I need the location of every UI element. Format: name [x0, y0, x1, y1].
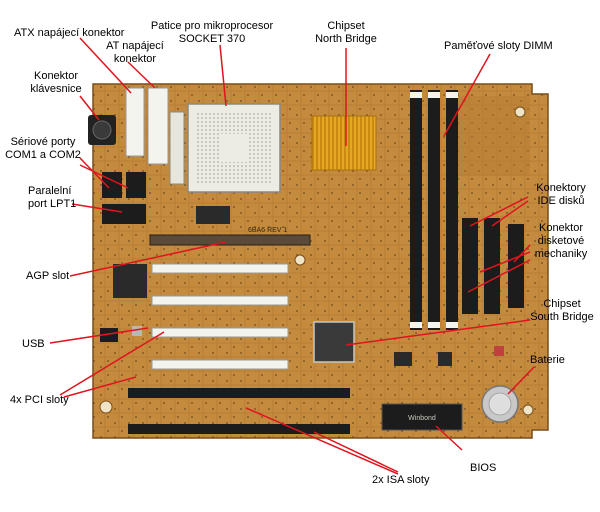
at-power-connector: [147, 87, 169, 165]
bios-chip-text: Winbond: [408, 415, 436, 422]
label-floppy-line1: Konektor: [538, 222, 584, 234]
label-keyboard-connector: Konektor klávesnice: [24, 70, 88, 96]
label-usb: USB: [22, 338, 45, 350]
label-keyboard-line2: klávesnice: [30, 83, 82, 95]
label-serial-line2: COM1 a COM2: [5, 149, 81, 161]
label-isa-slots: 2x ISA sloty: [372, 474, 430, 486]
callout-lines: [49, 37, 535, 475]
board-model-text: 6BA6 REV 1: [248, 227, 287, 234]
label-cpu-socket-line1: Patice pro mikroprocesor: [150, 20, 274, 32]
label-at-power-line1: AT napájecí: [106, 40, 164, 52]
label-dimm-slots: Paměťové sloty DIMM: [444, 40, 553, 52]
agp-slot: [149, 234, 311, 246]
label-at-power: AT napájecí konektor: [106, 40, 164, 66]
south-bridge-chip: [313, 321, 355, 363]
cpu-socket: [169, 103, 281, 193]
bios-chip: Winbond: [381, 403, 463, 431]
keyboard-connector: [88, 115, 116, 145]
battery: [481, 385, 519, 423]
serial-port-headers: [102, 172, 146, 198]
misc-chips: [113, 206, 504, 366]
label-south-bridge-line1: Chipset: [543, 298, 581, 310]
ide-connectors: [462, 218, 500, 314]
label-ide-line2: IDE disků: [537, 195, 585, 207]
label-floppy-line3: mechaniky: [534, 248, 588, 260]
label-battery: Baterie: [530, 354, 565, 366]
label-pci-slots: 4x PCI sloty: [10, 394, 69, 406]
label-south-bridge: Chipset South Bridge: [528, 298, 596, 324]
label-floppy-line2: disketové: [537, 235, 585, 247]
label-south-bridge-line2: South Bridge: [530, 311, 594, 323]
label-cpu-socket: Patice pro mikroprocesor SOCKET 370: [142, 20, 282, 46]
label-parallel-port: Paralelní port LPT1: [28, 185, 76, 211]
label-bios: BIOS: [470, 462, 497, 474]
label-parallel-line2: port LPT1: [28, 198, 77, 210]
usb-header: [100, 326, 142, 342]
label-north-bridge-line1: Chipset: [327, 20, 365, 32]
mounting-holes: [99, 106, 534, 416]
label-north-bridge-line2: North Bridge: [315, 33, 377, 45]
label-atx-power: ATX napájecí konektor: [14, 27, 125, 39]
parallel-port-header: [102, 204, 146, 224]
label-cpu-socket-line2: SOCKET 370: [178, 33, 246, 45]
label-north-bridge: Chipset North Bridge: [308, 20, 384, 46]
atx-power-connector: [125, 87, 145, 157]
label-floppy-connector: Konektor disketové mechaniky: [528, 222, 594, 261]
label-ide-line1: Konektory: [536, 182, 586, 194]
label-parallel-line1: Paralelní: [28, 185, 72, 197]
label-keyboard-line1: Konektor: [33, 70, 79, 82]
label-ide-connectors: Konektory IDE disků: [528, 182, 594, 208]
label-serial-line1: Sériové porty: [10, 136, 76, 148]
label-agp-slot: AGP slot: [26, 270, 70, 282]
isa-slots: [128, 388, 350, 434]
pci-slots: [151, 263, 289, 370]
label-at-power-line2: konektor: [113, 53, 157, 65]
label-serial-ports: Sériové porty COM1 a COM2: [4, 136, 82, 162]
floppy-connector: [508, 224, 524, 308]
dimm-slots: [410, 90, 458, 330]
north-bridge-heatsink: [311, 115, 377, 171]
